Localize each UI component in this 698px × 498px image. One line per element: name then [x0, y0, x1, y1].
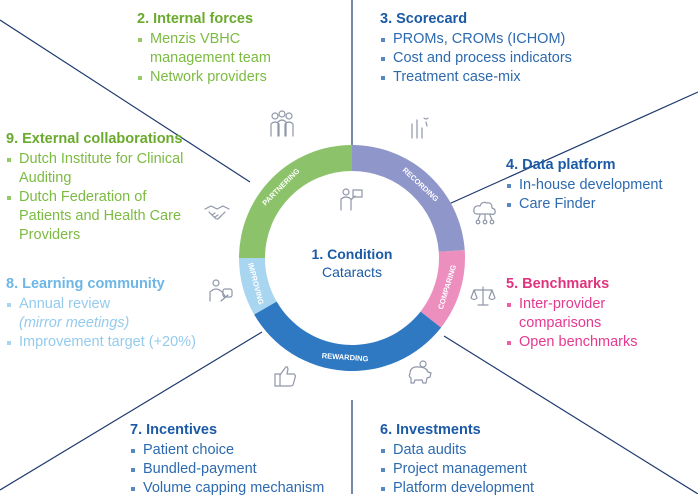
- list-item: Patient choice: [130, 441, 350, 460]
- list-item: Bundled-payment: [130, 460, 350, 479]
- investments-block: 6. Investments Data audits Project manag…: [380, 421, 600, 498]
- data-platform-block: 4. Data platform In-house development Ca…: [506, 156, 696, 214]
- people-icon: [270, 110, 294, 137]
- list-item: Care Finder: [506, 195, 696, 214]
- ring-segment-comparing: [420, 250, 465, 328]
- ring-label-rewarding: REWARDING: [321, 351, 368, 363]
- presenter-icon: [340, 188, 363, 211]
- divider-upper-left: [0, 19, 251, 183]
- benchmarks-title: 5. Benchmarks: [506, 276, 610, 292]
- learning-community-block: 8. Learning community Annual review (mir…: [6, 275, 226, 352]
- divider-lower-left: [0, 331, 263, 491]
- scorecard-block: 3. Scorecard PROMs, CROMs (ICHOM) Cost a…: [380, 10, 620, 87]
- list-item: Volume capping mechanism: [130, 479, 350, 498]
- ring-segment-rewarding: [254, 301, 442, 371]
- handshake-icon: [204, 205, 230, 220]
- benchmarks-block: 5. Benchmarks Inter-provider comparisons…: [506, 275, 676, 352]
- list-item: Improvement target (+20%): [6, 333, 226, 352]
- divider-upper-right: [439, 91, 698, 209]
- external-collaborations-title: 9. External collaborations: [6, 131, 183, 147]
- list-item: Open benchmarks: [506, 333, 676, 352]
- ring-segment-partnering: [239, 145, 352, 258]
- divider-lower-right: [443, 335, 698, 494]
- external-collaborations-block: 9. External collaborations Dutch Institu…: [6, 130, 196, 245]
- list-item: Dutch Federation of Patients and Health …: [6, 188, 196, 245]
- person-chart-icon: [209, 279, 233, 302]
- list-item: Cost and process indicators: [380, 49, 620, 68]
- center-subtitle: Cataracts: [322, 264, 382, 280]
- list-item: Data audits: [380, 441, 600, 460]
- internal-forces-title: 2. Internal forces: [137, 11, 254, 27]
- list-item: Platform development: [380, 479, 600, 498]
- internal-forces-block: 2. Internal forces Menzis VBHC managemen…: [137, 10, 307, 87]
- scorecard-title: 3. Scorecard: [380, 11, 468, 27]
- list-item-note: (mirror meetings): [19, 315, 130, 331]
- piggy-bank-icon: [408, 360, 432, 384]
- data-platform-title: 4. Data platform: [506, 157, 616, 173]
- ring-segment-improving: [239, 258, 277, 315]
- thumbs-up-icon: [274, 366, 296, 387]
- ring-segment-recording: [352, 145, 465, 252]
- list-item: In-house development: [506, 176, 696, 195]
- scale-icon: [470, 286, 496, 306]
- incentives-block: 7. Incentives Patient choice Bundled-pay…: [130, 421, 350, 498]
- list-item: Annual review (mirror meetings): [6, 295, 226, 333]
- chart-icon: [411, 117, 429, 139]
- center-title: 1. Condition: [311, 246, 393, 262]
- list-item: PROMs, CROMs (ICHOM): [380, 30, 620, 49]
- investments-title: 6. Investments: [380, 422, 481, 438]
- list-item: Dutch Institute for Clinical Auditing: [6, 150, 196, 188]
- incentives-title: 7. Incentives: [130, 422, 218, 438]
- list-item: Treatment case-mix: [380, 68, 620, 87]
- cloud-network-icon: [473, 201, 496, 225]
- list-item: Menzis VBHC management team: [137, 30, 307, 68]
- list-item: Inter-provider comparisons: [506, 295, 676, 333]
- learning-community-title: 8. Learning community: [6, 276, 165, 292]
- list-item: Network providers: [137, 68, 307, 87]
- list-item-text: Annual review: [19, 296, 111, 312]
- list-item: Project management: [380, 460, 600, 479]
